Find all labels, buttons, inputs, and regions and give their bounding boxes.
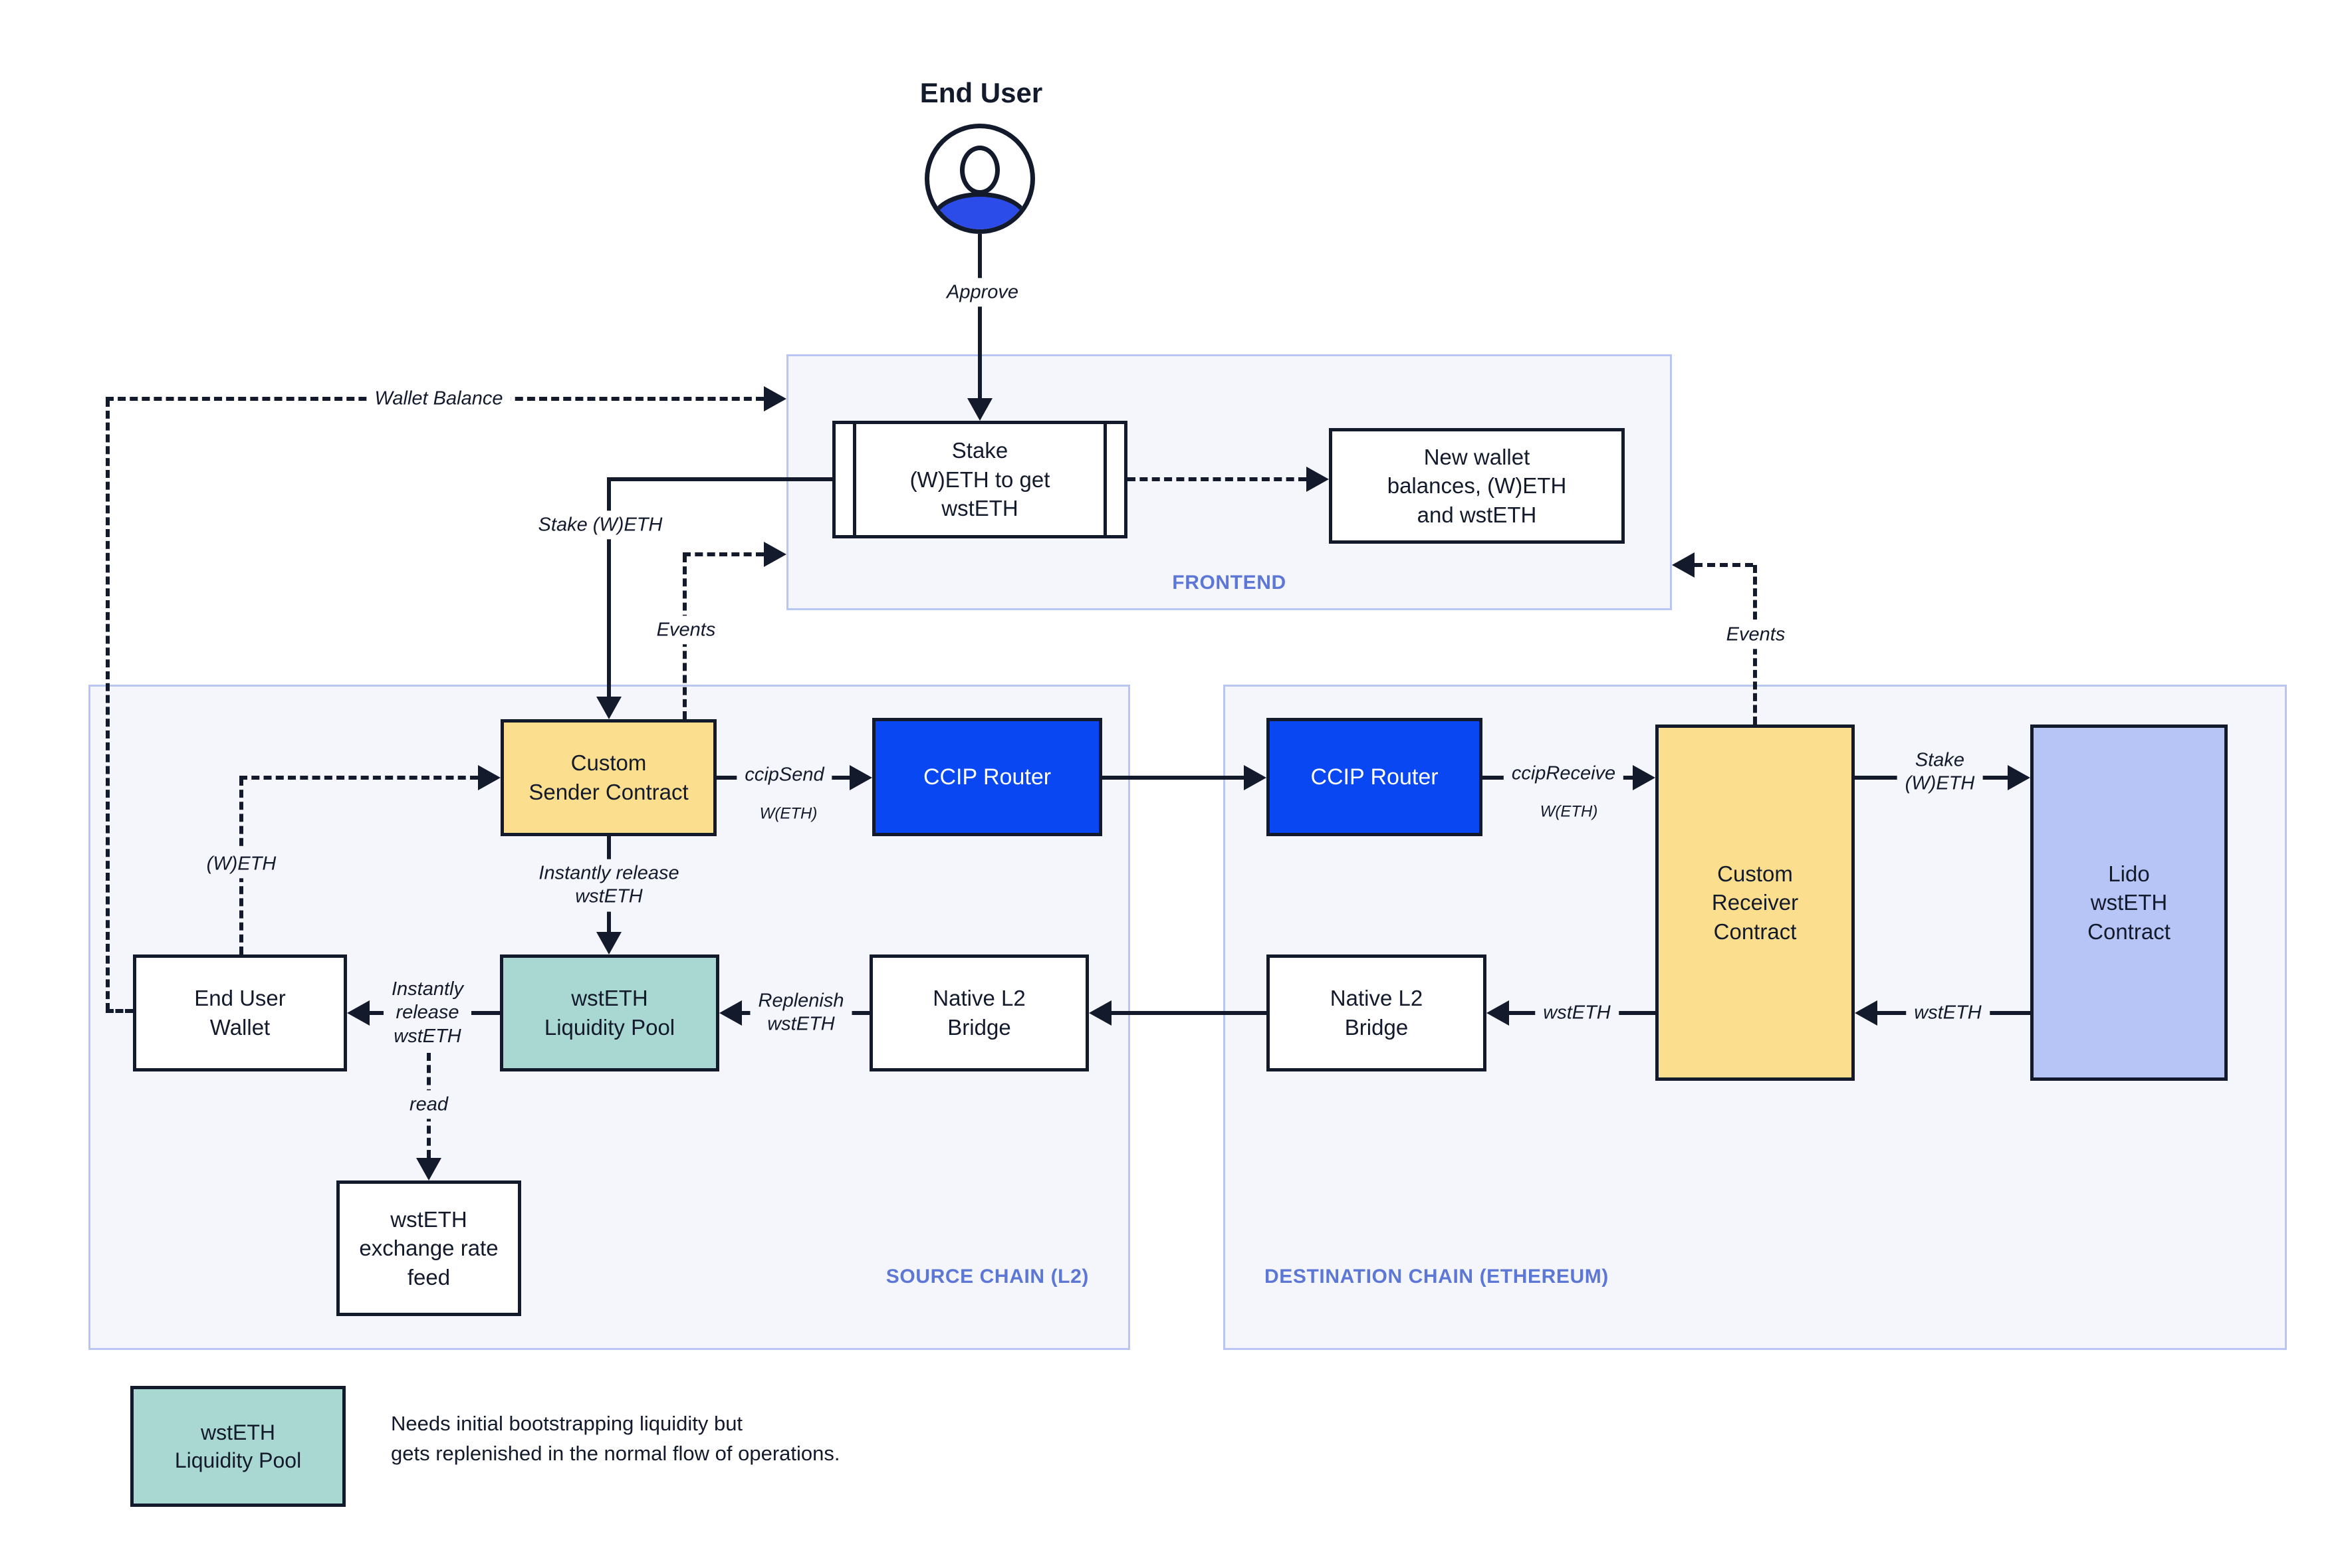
source-chain-label: SOURCE CHAIN (L2) bbox=[885, 1266, 1089, 1288]
edge-label-ccipreceive-asset: W(ETH) bbox=[1532, 799, 1606, 824]
arrow-wallet-balance-vline bbox=[106, 399, 110, 1011]
edge-label-wsteth-to-bridge: wstETH bbox=[1535, 998, 1619, 1028]
subroutine-line-left bbox=[853, 424, 856, 535]
node-stake-widget-label: Stake (W)ETH to get wstETH bbox=[909, 438, 1050, 521]
arrow-approve-line bbox=[978, 234, 982, 398]
node-custom-sender: Custom Sender Contract bbox=[501, 719, 717, 836]
arrow-stake-to-newwallet-head bbox=[1306, 467, 1329, 492]
arrow-ccipsend-head bbox=[850, 765, 872, 790]
node-liquidity-pool-label: wstETH Liquidity Pool bbox=[544, 986, 675, 1040]
edge-label-stake-weth: Stake (W)ETH bbox=[530, 510, 671, 540]
arrow-read-head bbox=[416, 1158, 441, 1180]
node-new-wallet-balances: New wallet balances, (W)ETH and wstETH bbox=[1329, 428, 1625, 544]
subroutine-line-right bbox=[1104, 424, 1107, 535]
node-bridge-destination: Native L2 Bridge bbox=[1266, 954, 1486, 1071]
arrow-weth-hline bbox=[239, 776, 478, 780]
arrow-events-source-hline bbox=[683, 552, 764, 556]
arrow-router-to-router-line bbox=[1102, 776, 1244, 780]
arrow-stake-weth-vline bbox=[607, 477, 611, 697]
edge-label-ccipsend-asset: W(ETH) bbox=[751, 801, 826, 826]
person-head-icon bbox=[960, 146, 1000, 195]
arrow-router-to-router-head bbox=[1244, 765, 1266, 790]
edge-label-approve: Approve bbox=[938, 278, 1027, 307]
arrow-replenish-head bbox=[719, 1000, 742, 1026]
frontend-label: FRONTEND bbox=[1172, 572, 1286, 594]
arrow-wsteth-from-lido-head bbox=[1855, 1000, 1877, 1026]
node-custom-receiver-label: Custom Receiver Contract bbox=[1711, 861, 1799, 944]
node-ccip-router-source: CCIP Router bbox=[872, 718, 1102, 836]
end-user-title: End User bbox=[919, 77, 1043, 108]
legend-note: Needs initial bootstrapping liquidity bu… bbox=[391, 1412, 840, 1465]
arrow-wallet-balance-head bbox=[764, 386, 786, 411]
node-ccip-router-source-label: CCIP Router bbox=[923, 764, 1052, 790]
arrow-wsteth-to-bridge-head bbox=[1486, 1000, 1509, 1026]
edge-label-ccipsend: ccipSend bbox=[737, 760, 832, 790]
legend-pool-box-label: wstETH Liquidity Pool bbox=[174, 1420, 302, 1472]
edge-label-wallet-balance: Wallet Balance bbox=[366, 384, 511, 413]
edge-label-weth: (W)ETH bbox=[198, 849, 285, 879]
destination-chain-label: DESTINATION CHAIN (ETHEREUM) bbox=[1264, 1266, 1609, 1288]
edge-label-instant-release-pool: Instantly release wstETH bbox=[530, 859, 687, 912]
edge-label-stake-weth-destination: Stake (W)ETH bbox=[1897, 746, 1983, 799]
edge-label-events-source: Events bbox=[648, 616, 724, 645]
node-new-wallet-balances-label: New wallet balances, (W)ETH and wstETH bbox=[1387, 444, 1567, 527]
arrow-stake-weth-destination-head bbox=[2008, 765, 2030, 790]
node-ccip-router-destination-label: CCIP Router bbox=[1310, 764, 1439, 790]
edge-label-ccipreceive: ccipReceive bbox=[1503, 759, 1624, 788]
arrow-events-destination-head bbox=[1672, 552, 1695, 578]
arrow-stake-weth-head bbox=[596, 697, 622, 719]
edge-label-read: read bbox=[401, 1090, 457, 1119]
arrow-wallet-balance-stub bbox=[106, 1009, 133, 1013]
node-liquidity-pool: wstETH Liquidity Pool bbox=[500, 954, 719, 1071]
arrow-bridge-to-bridge-head bbox=[1089, 1000, 1112, 1026]
node-lido-wsteth-contract: Lido wstETH Contract bbox=[2030, 725, 2228, 1081]
end-user-icon bbox=[925, 124, 1035, 234]
arrow-instant-release-pool-head bbox=[596, 932, 622, 954]
node-stake-widget: Stake (W)ETH to get wstETH bbox=[832, 421, 1127, 538]
node-custom-receiver: Custom Receiver Contract bbox=[1655, 725, 1855, 1081]
edge-label-events-destination: Events bbox=[1718, 620, 1794, 649]
arrow-events-destination-hline bbox=[1695, 563, 1753, 567]
node-bridge-source-label: Native L2 Bridge bbox=[933, 986, 1026, 1040]
node-lido-wsteth-contract-label: Lido wstETH Contract bbox=[2087, 861, 2171, 944]
arrow-instant-release-wallet-head bbox=[347, 1000, 370, 1026]
arrow-stake-to-newwallet-line bbox=[1127, 477, 1306, 481]
arrow-stake-weth-hline bbox=[609, 477, 832, 481]
arrow-approve-head bbox=[967, 398, 993, 421]
edge-label-instant-release-wallet: Instantly release wstETH bbox=[384, 974, 471, 1052]
node-custom-sender-label: Custom Sender Contract bbox=[528, 750, 689, 804]
edge-label-wsteth-from-lido: wstETH bbox=[1906, 998, 1990, 1028]
node-bridge-destination-label: Native L2 Bridge bbox=[1330, 986, 1423, 1040]
person-shoulders-icon bbox=[931, 192, 1029, 229]
node-bridge-source: Native L2 Bridge bbox=[870, 954, 1089, 1071]
edge-label-replenish: Replenish wstETH bbox=[750, 986, 852, 1040]
node-ccip-router-destination: CCIP Router bbox=[1266, 718, 1482, 836]
node-rate-feed: wstETH exchange rate feed bbox=[336, 1180, 521, 1316]
node-end-user-wallet-label: End User Wallet bbox=[194, 986, 286, 1040]
arrow-bridge-to-bridge-line bbox=[1112, 1011, 1266, 1015]
legend-pool-box: wstETH Liquidity Pool bbox=[130, 1386, 346, 1507]
arrow-events-source-head bbox=[764, 542, 786, 567]
arrow-weth-head bbox=[478, 765, 501, 790]
arrow-ccipreceive-head bbox=[1633, 765, 1655, 790]
node-rate-feed-label: wstETH exchange rate feed bbox=[359, 1206, 499, 1289]
node-end-user-wallet: End User Wallet bbox=[133, 954, 347, 1071]
